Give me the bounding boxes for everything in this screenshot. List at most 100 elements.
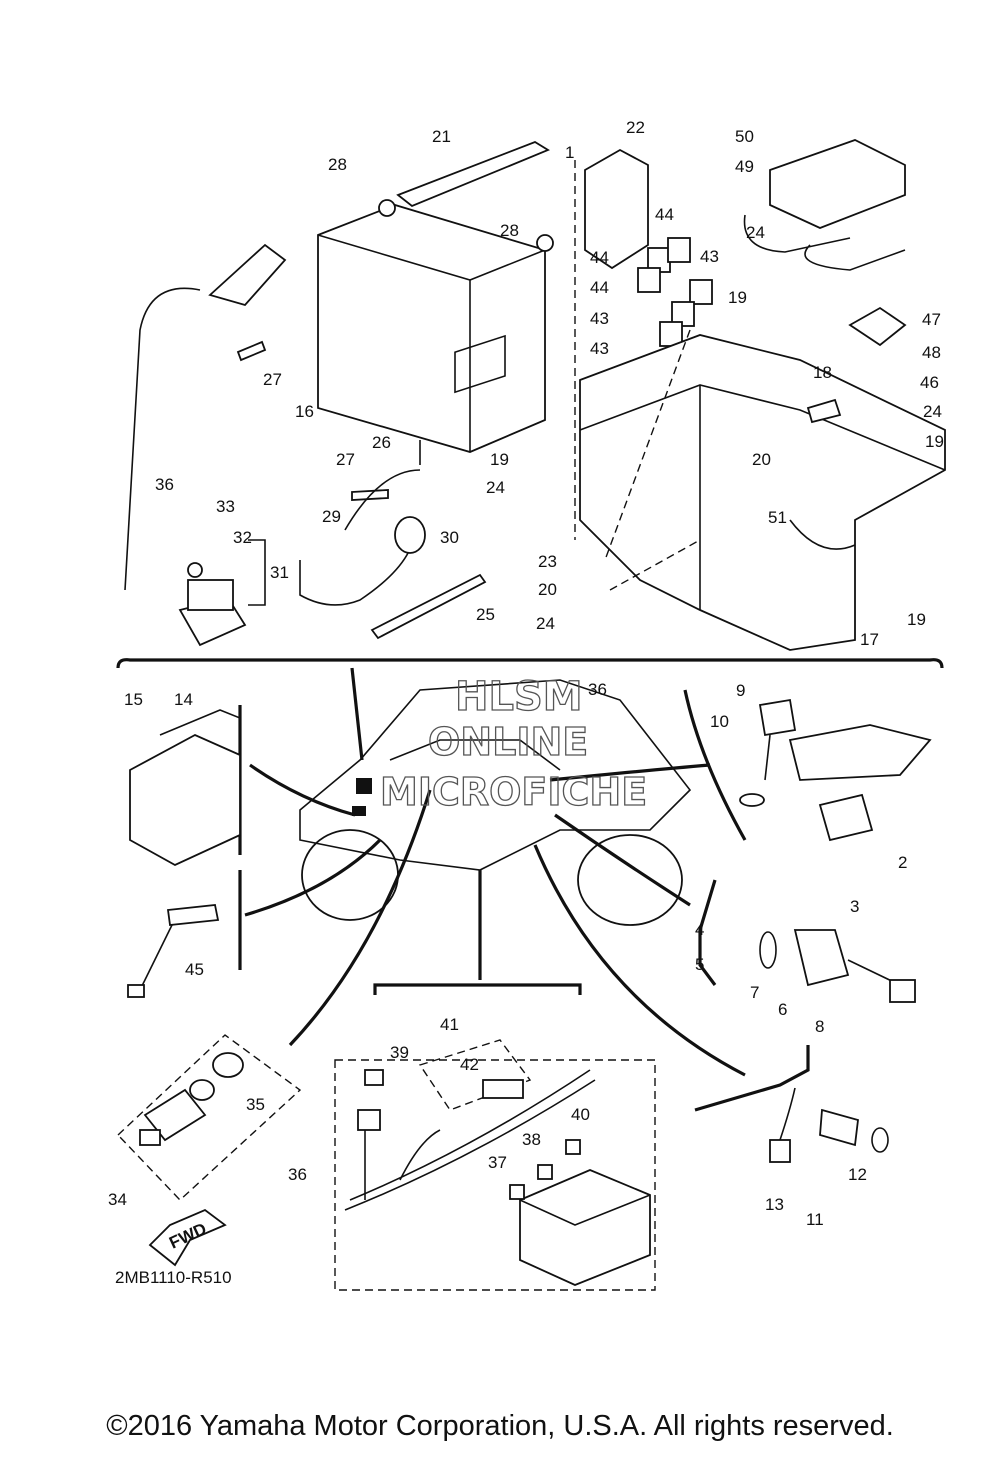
callout-37: 37 [488, 1153, 507, 1172]
callout-26: 26 [372, 433, 391, 452]
callout-32: 32 [233, 528, 252, 547]
callout-42: 42 [460, 1055, 479, 1074]
callout-20: 20 [752, 450, 771, 469]
callout-7: 7 [750, 983, 759, 1002]
ignition-coil[interactable] [788, 724, 932, 842]
callout-27: 27 [263, 370, 282, 389]
harness-group-bracket [373, 983, 582, 995]
callout-49: 49 [735, 157, 754, 176]
neutral-switch[interactable] [139, 1052, 244, 1146]
crank-sensor[interactable] [759, 929, 916, 1003]
speed-sensor[interactable] [739, 698, 797, 807]
vehicle-silhouette [299, 679, 692, 926]
callout-38: 38 [522, 1130, 541, 1149]
callout-30: 30 [440, 528, 459, 547]
callout-11: 11 [806, 1210, 824, 1229]
battery-band[interactable] [396, 140, 550, 208]
callout-43b: 43 [590, 309, 609, 328]
temperature-sensor[interactable] [127, 904, 220, 998]
electrical-tray[interactable] [579, 334, 946, 651]
svg-text:HLSM: HLSM [455, 674, 583, 720]
callout-24d: 24 [536, 614, 555, 633]
sub-harness-group [418, 1039, 532, 1111]
svg-text:MICROFICHE: MICROFICHE [380, 770, 647, 814]
callout-50: 50 [735, 127, 754, 146]
fuse-box[interactable] [519, 1169, 651, 1286]
harness-group [334, 1059, 656, 1291]
component-marker [356, 778, 372, 794]
callout-16: 16 [295, 402, 314, 421]
callout-3: 3 [850, 897, 859, 916]
callout-28: 28 [328, 155, 347, 174]
callout-47: 47 [922, 310, 941, 329]
callout-43: 43 [700, 247, 719, 266]
callout-51: 51 [768, 508, 787, 527]
callout-44b: 44 [590, 248, 609, 267]
cable-clamp[interactable] [394, 516, 426, 554]
fuse[interactable] [537, 1164, 553, 1180]
battery-nut[interactable] [378, 199, 396, 217]
fuse-box-module[interactable] [584, 148, 649, 270]
callout-45: 45 [185, 960, 204, 979]
fuse[interactable] [565, 1139, 581, 1155]
cable-tie[interactable] [370, 573, 487, 640]
callout-9: 9 [736, 681, 745, 700]
callout-24b: 24 [923, 402, 942, 421]
callout-36: 36 [155, 475, 174, 494]
rectifier-regulator[interactable] [129, 709, 241, 867]
callout-36c: 36 [288, 1165, 307, 1184]
callout-6: 6 [778, 1000, 787, 1019]
diode[interactable] [482, 1079, 524, 1099]
callout-40: 40 [571, 1105, 590, 1124]
callout-22: 22 [626, 118, 645, 137]
grommet[interactable] [806, 398, 842, 424]
callout-39: 39 [390, 1043, 409, 1062]
battery[interactable] [317, 204, 546, 453]
ecu-unit[interactable] [743, 139, 906, 271]
callout-36b: 36 [588, 680, 607, 699]
callout-21: 21 [432, 127, 451, 146]
callout-20b: 20 [538, 580, 557, 599]
callout-1: 1 [565, 143, 574, 162]
callout-15: 15 [124, 690, 143, 709]
starter-relay[interactable] [178, 539, 266, 647]
callout-19c: 19 [925, 432, 944, 451]
wire-harness[interactable] [344, 1069, 596, 1211]
upper-section-bracket [116, 658, 944, 669]
callout-5: 5 [695, 955, 704, 974]
fuse[interactable] [509, 1184, 525, 1200]
callout-44: 44 [655, 205, 674, 224]
cam-sensor[interactable] [769, 1087, 889, 1163]
callout-33: 33 [216, 497, 235, 516]
electrical-parts-diagram: FWD 2MB1110-R510 HLSM ONLINE MICROFICHE … [108, 118, 946, 1291]
battery-bolt[interactable] [236, 340, 267, 362]
callout-29: 29 [322, 507, 341, 526]
callout-41: 41 [440, 1015, 459, 1034]
battery-terminal-cover[interactable] [124, 243, 287, 591]
callout-12: 12 [848, 1165, 867, 1184]
callout-19d: 19 [907, 610, 926, 629]
callout-44c: 44 [590, 278, 609, 297]
throttle-sensor[interactable] [848, 306, 907, 347]
callout-4: 4 [695, 920, 704, 939]
callout-2: 2 [898, 853, 907, 872]
copyright-notice: ©2016 Yamaha Motor Corporation, U.S.A. A… [106, 1410, 894, 1442]
callout-27b: 27 [336, 450, 355, 469]
neutral-switch-group [117, 1034, 302, 1201]
callout-19: 19 [728, 288, 747, 307]
svg-text:ONLINE: ONLINE [428, 720, 588, 764]
callout-24c: 24 [486, 478, 505, 497]
callout-31: 31 [270, 563, 289, 582]
watermark: HLSM ONLINE MICROFICHE [379, 673, 647, 814]
callout-23: 23 [538, 552, 557, 571]
callout-14: 14 [174, 690, 193, 709]
forward-arrow: FWD [148, 1208, 227, 1267]
callout-17: 17 [860, 630, 879, 649]
callout-25: 25 [476, 605, 495, 624]
callout-10: 10 [710, 712, 729, 731]
callout-43c: 43 [590, 339, 609, 358]
relay-cluster[interactable] [637, 237, 713, 347]
battery-nut[interactable] [536, 234, 554, 252]
callout-18: 18 [813, 363, 832, 382]
reference-code: 2MB1110-R510 [115, 1268, 232, 1287]
